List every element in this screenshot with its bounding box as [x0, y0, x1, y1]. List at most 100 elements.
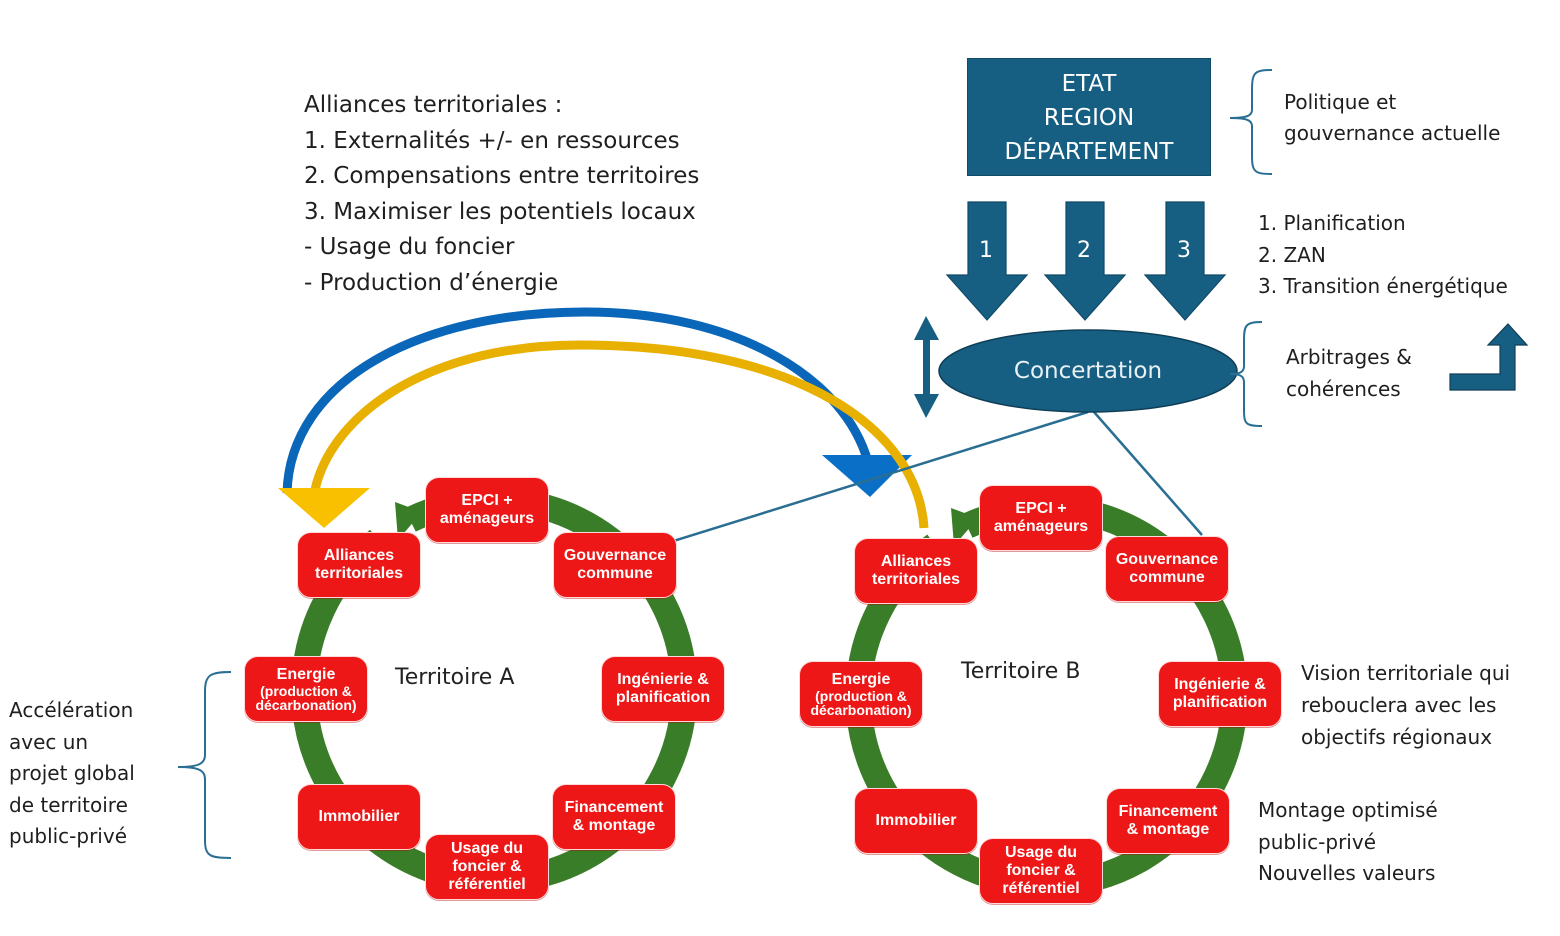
politique-annotation: Politique et gouvernance actuelle	[1284, 87, 1500, 149]
lever-legend-item: 1. Planification	[1258, 211, 1406, 235]
territoire-b-node-ingenierie: Ingénierie &planification	[1158, 661, 1282, 727]
authority-departement: DÉPARTEMENT	[1004, 139, 1174, 165]
node-label-line: commune	[577, 565, 653, 582]
politique-line: Politique et	[1284, 90, 1397, 114]
concertation-label: Concertation	[1013, 358, 1163, 384]
acceleration-line: de territoire	[9, 792, 128, 817]
node-label-line: aménageurs	[439, 510, 535, 527]
vision-line: rebouclera avec les	[1301, 693, 1497, 717]
node-label-line: Immobilier	[318, 808, 400, 825]
authority-etat: ETAT	[1061, 71, 1117, 97]
node-label-line: Immobilier	[875, 812, 957, 829]
node-label-line: EPCI +	[1015, 500, 1067, 517]
brace-acceleration	[177, 671, 232, 859]
alliances-note-line: 1. Externalités +/- en ressources	[304, 127, 680, 154]
arc-gold-b-to-a	[278, 340, 929, 529]
node-label-line: Alliances	[323, 547, 395, 564]
cycle-arrowhead-a	[395, 502, 422, 540]
connector-line-b	[1093, 411, 1203, 536]
vision-line: Vision territoriale qui	[1301, 661, 1511, 685]
authorities-box: ETAT REGION DÉPARTEMENT	[967, 58, 1211, 176]
brace-politique	[1229, 69, 1273, 175]
node-label-line: foncier &	[452, 858, 522, 875]
territoire-a-node-financement: Financement& montage	[552, 784, 676, 850]
connector-line-a	[605, 410, 1089, 564]
node-label-line: Gouvernance	[1115, 551, 1219, 568]
node-label-line: EPCI +	[461, 492, 513, 509]
down-arrow-1	[945, 201, 1029, 321]
node-label-line: décarbonation)	[810, 702, 912, 718]
territoire-b-node-energie: Energie(production &décarbonation)	[799, 661, 923, 727]
montage-note: Montage optimisé public-privé Nouvelles …	[1258, 795, 1438, 890]
montage-line: public-privé	[1258, 829, 1377, 854]
node-label-line: Energie	[831, 671, 891, 688]
territoire-a-node-epci: EPCI +aménageurs	[425, 477, 549, 543]
territoire-b-node-immobilier: Immobilier	[854, 788, 978, 854]
alliances-note-line: - Usage du foncier	[304, 234, 515, 260]
node-label-line: décarbonation)	[255, 697, 357, 713]
node-label-line: planification	[615, 689, 711, 706]
lever-number-2: 2	[1077, 238, 1091, 263]
arc-blue-arrowhead	[822, 455, 912, 497]
node-label-line: Alliances	[880, 553, 952, 570]
territoire-a-node-ingenierie: Ingénierie &planification	[601, 656, 725, 722]
node-label-line: (production &	[815, 688, 907, 704]
vision-note: Vision territoriale qui rebouclera avec …	[1301, 657, 1510, 753]
down-arrow-2	[1043, 201, 1127, 321]
territoire-a-label: Territoire A	[395, 665, 515, 690]
node-label-line: planification	[1172, 694, 1268, 711]
cycle-arrowhead-b	[951, 508, 978, 546]
acceleration-line: Accélération	[9, 698, 134, 722]
node-label-line: aménageurs	[993, 518, 1089, 535]
territoire-b-label: Territoire B	[961, 659, 1081, 684]
concertation-ellipse	[938, 329, 1238, 413]
node-label-line: & montage	[572, 817, 656, 834]
node-label-line: Gouvernance	[563, 547, 667, 564]
alliances-note-line: 3. Maximiser les potentiels locaux	[304, 198, 696, 225]
node-label-line: référentiel	[1002, 880, 1080, 897]
alliances-note-line: - Production d’énergie	[304, 269, 559, 296]
acceleration-note: Accélération avec un projet global de te…	[9, 695, 135, 853]
lever-legend-item: 3. Transition énergétique	[1258, 274, 1508, 298]
elbow-up-arrow-icon	[1449, 323, 1529, 391]
acceleration-line: avec un	[9, 729, 89, 754]
authority-region: REGION	[1043, 105, 1135, 131]
vision-line: objectifs régionaux	[1301, 725, 1493, 749]
montage-line: Montage optimisé	[1258, 798, 1438, 822]
node-label-line: Financement	[1118, 803, 1218, 820]
territoire-b-node-epci: EPCI +aménageurs	[979, 485, 1103, 551]
acceleration-line: projet global	[9, 761, 135, 785]
node-label-line: Ingénierie &	[617, 671, 709, 688]
node-label-line: Ingénierie &	[1174, 676, 1266, 693]
arbitrages-annotation: Arbitrages & cohérences	[1286, 341, 1412, 405]
arbitrages-line: Arbitrages &	[1286, 345, 1412, 369]
alliances-note: Alliances territoriales : 1. Externalité…	[304, 88, 699, 301]
node-label-line: (production &	[260, 683, 352, 699]
montage-line: Nouvelles valeurs	[1258, 861, 1436, 885]
arbitrages-line: cohérences	[1286, 377, 1401, 401]
brace-arbitrages	[1229, 321, 1263, 427]
arc-gold-arrowhead	[278, 488, 370, 528]
levers-legend: 1. Planification 2. ZAN 3. Transition én…	[1258, 208, 1508, 303]
alliances-note-line: 2. Compensations entre territoires	[304, 163, 700, 189]
node-label-line: Energie	[276, 666, 336, 683]
arc-gold-path	[310, 340, 929, 529]
lever-number-3: 3	[1177, 238, 1191, 263]
down-arrow-3	[1143, 201, 1227, 321]
alliances-note-title: Alliances territoriales :	[304, 92, 563, 118]
lever-arrows	[945, 201, 1227, 321]
node-label-line: Usage du	[1004, 844, 1077, 861]
node-label-line: & montage	[1126, 821, 1210, 838]
territoire-a-node-immobilier: Immobilier	[297, 784, 421, 850]
node-label-line: foncier &	[1006, 862, 1076, 879]
double-arrow-icon	[914, 316, 939, 418]
lever-number-1: 1	[979, 238, 993, 263]
